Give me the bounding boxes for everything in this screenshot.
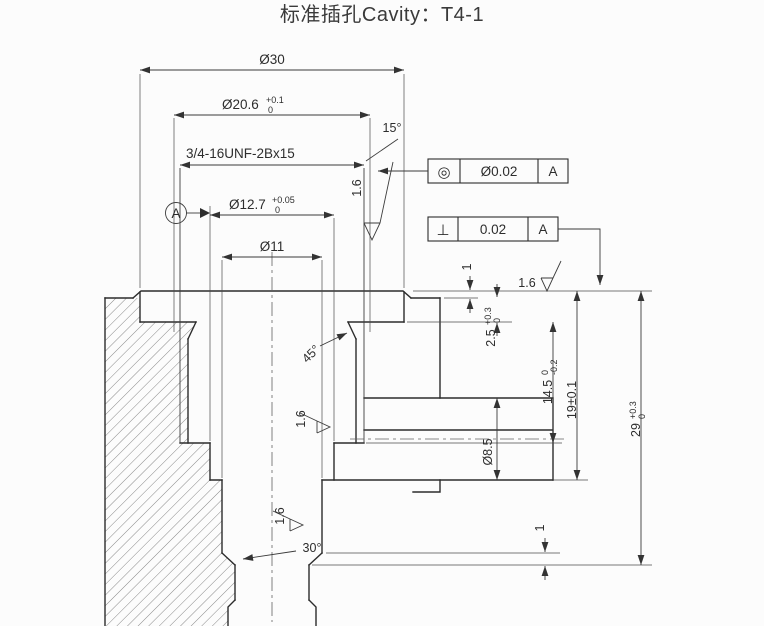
concentricity-icon: ◎ bbox=[437, 164, 450, 181]
dim-d127-tol-dn: 0 bbox=[275, 205, 280, 215]
gdt-datum-ref: A bbox=[548, 164, 557, 179]
gdt-tolerance-value: 0.02 bbox=[480, 222, 506, 237]
dim-outer-d30: Ø30 bbox=[259, 52, 285, 67]
svg-text:29: 29 bbox=[629, 423, 643, 437]
dim-d206-tol-dn: 0 bbox=[268, 105, 273, 115]
dim-d127: Ø12.7 +0.05 0 bbox=[229, 195, 295, 215]
centerlines bbox=[271, 252, 566, 622]
stem-flare bbox=[227, 599, 317, 626]
svg-text:Ø8.5: Ø8.5 bbox=[481, 438, 495, 465]
thread-entry-chamfer bbox=[187, 321, 357, 340]
svg-text:0: 0 bbox=[637, 414, 647, 419]
angle-15-line bbox=[365, 138, 399, 162]
extension-lines bbox=[139, 74, 652, 566]
roughness-icon bbox=[363, 161, 394, 242]
drawing-title: 标准插孔Cavity：T4-1 bbox=[280, 3, 484, 26]
part-outline bbox=[104, 290, 554, 626]
dim-depth-19: 19±0.1 bbox=[565, 381, 579, 419]
block-right-edge bbox=[412, 297, 441, 493]
stem-walls bbox=[234, 564, 310, 601]
gdt-frame-concentricity: ◎ Ø0.02 A bbox=[378, 158, 569, 184]
svg-text:1.6: 1.6 bbox=[350, 179, 364, 196]
datum-triangle-icon bbox=[200, 208, 210, 218]
dim-depth-145: 14.5 0 -0.2 bbox=[540, 359, 559, 404]
dim-thread-spec: 3/4-16UNF-2Bx15 bbox=[186, 146, 295, 161]
dim-depth-25: 2.5 +0.3 0 bbox=[483, 307, 502, 346]
svg-text:-0.2: -0.2 bbox=[549, 359, 559, 375]
dim-d206-tol-up: +0.1 bbox=[266, 95, 284, 105]
svg-text:45°: 45° bbox=[299, 342, 322, 365]
svg-text:0: 0 bbox=[540, 370, 550, 375]
dim-angle-30: 30° bbox=[303, 541, 322, 555]
finish-value-bore: 1.6 bbox=[294, 410, 308, 427]
svg-text:1: 1 bbox=[460, 263, 474, 270]
counterbore-walls bbox=[139, 291, 405, 323]
roughness-icon bbox=[540, 260, 562, 293]
thin-lines bbox=[179, 138, 399, 443]
section-hatch bbox=[105, 298, 235, 626]
dim-angle-45: 45° bbox=[299, 342, 322, 365]
dim-angle-15: 15° bbox=[383, 121, 402, 135]
svg-text:+0.3: +0.3 bbox=[483, 307, 493, 325]
roughness-icon bbox=[272, 510, 305, 532]
svg-text:1: 1 bbox=[533, 524, 547, 531]
bottom-chamfer bbox=[221, 552, 323, 566]
datum-label: A bbox=[171, 206, 180, 221]
svg-text:0: 0 bbox=[492, 318, 502, 323]
surface-finish-symbols bbox=[272, 161, 562, 532]
gdt-datum-ref: A bbox=[538, 222, 547, 237]
gdt-frame-perpendicularity: ⊥ 0.02 A bbox=[427, 216, 604, 285]
finish-value-top-right: 1.6 bbox=[518, 276, 535, 290]
thread-minor-walls bbox=[187, 338, 357, 444]
svg-text:1.6: 1.6 bbox=[294, 410, 308, 427]
svg-text:14.5: 14.5 bbox=[541, 380, 555, 404]
svg-text:19±0.1: 19±0.1 bbox=[565, 381, 579, 419]
svg-text:+0.3: +0.3 bbox=[628, 401, 638, 419]
dim-d11: Ø11 bbox=[260, 239, 285, 254]
dim-depth-29: 29 +0.3 0 bbox=[628, 401, 647, 437]
roughness-icon bbox=[299, 412, 332, 434]
svg-text:1.6: 1.6 bbox=[273, 507, 287, 524]
thread-major-lines bbox=[179, 168, 365, 443]
gdt-tolerance-value: Ø0.02 bbox=[481, 164, 518, 179]
dimension-lines bbox=[140, 66, 645, 580]
perpendicularity-icon: ⊥ bbox=[436, 222, 449, 239]
datum-feature: A bbox=[165, 202, 210, 224]
finish-value-upper: 1.6 bbox=[350, 179, 364, 196]
dim-d206-value: Ø20.6 bbox=[222, 97, 259, 112]
dim-d85: Ø8.5 bbox=[481, 438, 495, 465]
svg-text:2.5: 2.5 bbox=[484, 329, 498, 346]
pilot-bore-walls bbox=[209, 442, 335, 481]
through-bore-walls bbox=[221, 479, 323, 554]
finish-value-lower: 1.6 bbox=[273, 507, 287, 524]
dim-d127-value: Ø12.7 bbox=[229, 197, 266, 212]
dim-d206: Ø20.6 +0.1 0 bbox=[222, 95, 284, 115]
dim-proj-bottom: 1 bbox=[533, 524, 547, 531]
dim-d127-tol-up: +0.05 bbox=[272, 195, 295, 205]
dim-proj-top: 1 bbox=[460, 263, 474, 270]
